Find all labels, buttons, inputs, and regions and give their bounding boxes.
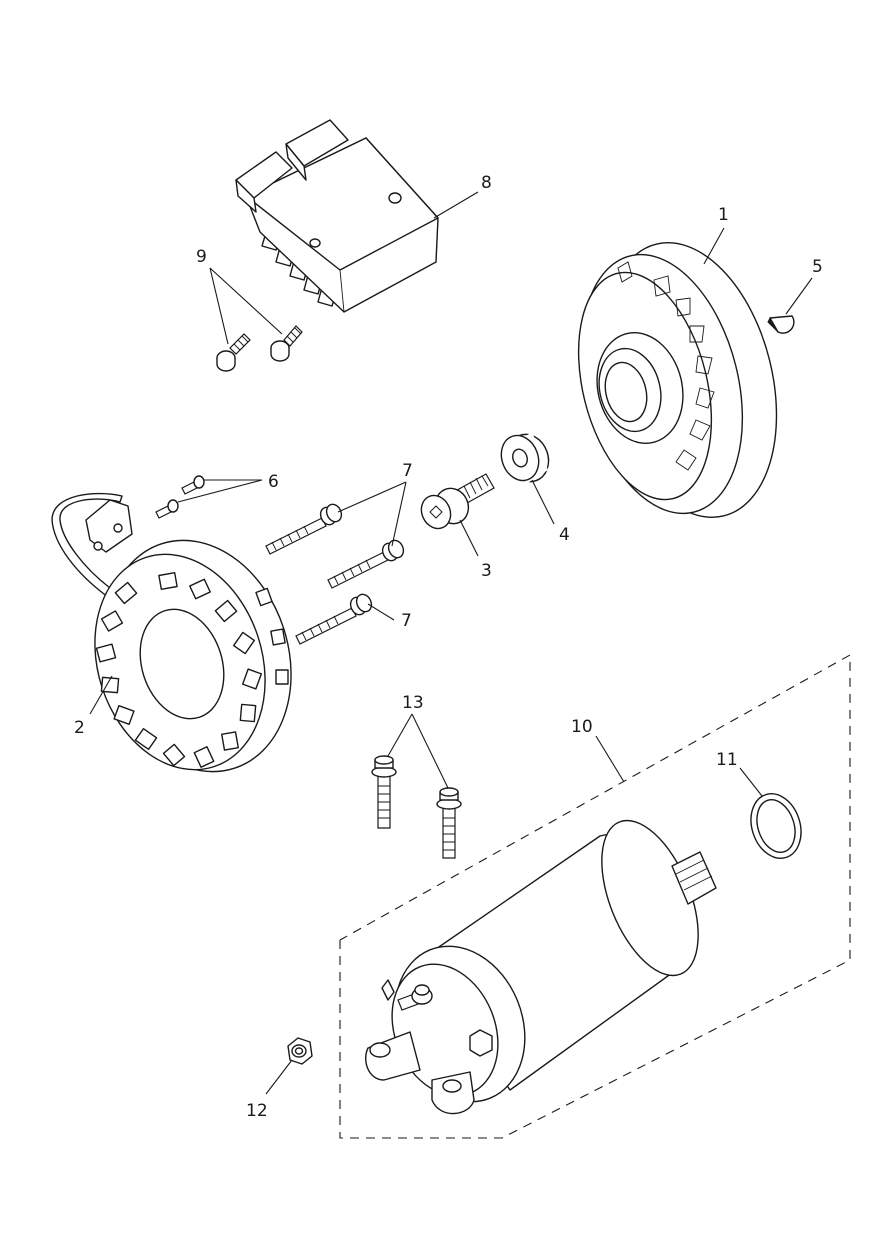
long-bolt-lower-part[interactable]	[295, 592, 374, 645]
callout-9: 9	[196, 247, 207, 267]
callout-5: 5	[812, 257, 823, 277]
hex-nut-part[interactable]	[287, 1037, 313, 1065]
screw-right-part[interactable]	[270, 325, 303, 362]
callout-12: 12	[246, 1101, 268, 1121]
small-screw-upper-part[interactable]	[181, 475, 205, 495]
flange-bolt-right-part[interactable]	[436, 787, 462, 859]
callout-2: 2	[74, 718, 85, 738]
callout-8: 8	[481, 173, 492, 193]
stator-part[interactable]	[51, 492, 320, 796]
regulator-rectifier-part[interactable]	[235, 119, 439, 313]
long-bolt-upper-part[interactable]	[265, 502, 344, 555]
socket-head-bolt-part[interactable]	[416, 473, 495, 533]
long-bolt-middle-part[interactable]	[327, 538, 406, 589]
leader-lines	[89, 191, 813, 1095]
callout-10: 10	[571, 717, 593, 737]
callout-13: 13	[402, 693, 424, 713]
screw-left-part[interactable]	[216, 333, 251, 372]
starter-assembly-boundary	[339, 654, 851, 1139]
callout-3: 3	[481, 561, 492, 581]
woodruff-key-part[interactable]	[767, 315, 795, 334]
callout-7-upper: 7	[402, 461, 413, 481]
washer-part[interactable]	[495, 429, 555, 488]
callout-1: 1	[718, 205, 729, 225]
callout-4: 4	[559, 525, 570, 545]
rotor-flywheel-part[interactable]	[556, 224, 803, 535]
callout-labels: 1 2 3 4 5 6 7 7 8 9 10 11 12 13	[74, 173, 823, 1121]
flange-bolt-left-part[interactable]	[371, 755, 397, 829]
small-screw-lower-part[interactable]	[155, 499, 179, 519]
callout-11: 11	[716, 750, 738, 770]
callout-6: 6	[268, 472, 279, 492]
callout-7-lower: 7	[401, 611, 412, 631]
stator-teeth	[95, 572, 289, 768]
starter-motor-part[interactable]	[365, 807, 718, 1121]
o-ring-part[interactable]	[743, 787, 809, 865]
